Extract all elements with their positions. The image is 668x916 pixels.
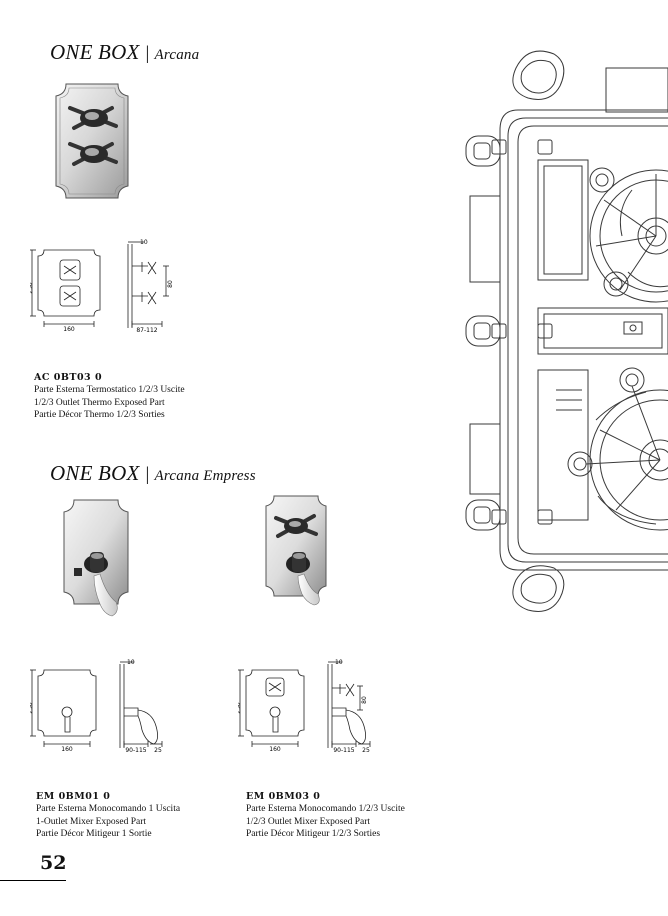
product-info-ac0bt03: AC 0BT03 0 Parte Esterna Termostatico 1/… (34, 372, 185, 422)
desc-en: 1/2/3 Outlet Mixer Exposed Part (246, 816, 371, 827)
dim-depth: 10 (335, 659, 343, 666)
section-title-arcana-empress: ONE BOX|Arcana Empress (50, 461, 256, 486)
tech-drawing-ac0bt03: 230 160 10 80 87-112 (30, 239, 174, 334)
title-subtitle: Arcana Empress (154, 468, 256, 484)
title-brand: ONE BOX (50, 40, 140, 64)
dim-height: 230 (30, 282, 34, 294)
onebox-line-illustration (465, 50, 668, 612)
dim-handle: 25 (154, 747, 162, 754)
product-code: EM 0BM03 0 (246, 791, 321, 802)
product-info-em0bm01: EM 0BM01 0 Parte Esterna Monocomando 1 U… (36, 791, 180, 841)
title-separator: | (145, 464, 150, 485)
title-separator: | (145, 43, 150, 64)
cross-handle-icon (274, 514, 318, 538)
dim-handle: 25 (362, 747, 370, 754)
lever-handle-icon (286, 552, 320, 606)
cross-handle-bottom-icon (68, 142, 118, 166)
desc-it: Parte Esterna Monocomando 1/2/3 Uscite (246, 804, 405, 814)
product-code: AC 0BT03 0 (34, 372, 103, 383)
dim-height: 230 (238, 702, 242, 714)
product-code: EM 0BM01 0 (36, 791, 111, 802)
lever-handle-icon (84, 552, 118, 617)
product-photo-ac0bt03 (55, 83, 129, 199)
dim-depth: 10 (127, 659, 135, 666)
page-number: 52 (40, 852, 67, 874)
desc-en: 1-Outlet Mixer Exposed Part (36, 816, 147, 827)
product-photo-em0bm01 (63, 499, 129, 617)
title-subtitle: Arcana (154, 47, 200, 63)
dim-range: 90-115 (125, 747, 146, 754)
dim-height: 230 (30, 702, 34, 714)
product-info-em0bm03: EM 0BM03 0 Parte Esterna Monocomando 1/2… (246, 791, 405, 841)
dim-range: 87-112 (136, 327, 157, 334)
dim-depth: 10 (140, 239, 148, 246)
product-photo-em0bm03 (265, 495, 327, 606)
desc-it: Parte Esterna Monocomando 1 Uscita (36, 804, 181, 814)
desc-en: 1/2/3 Outlet Thermo Exposed Part (34, 397, 165, 408)
dim-width: 160 (63, 326, 75, 333)
page-number-rule (0, 880, 66, 881)
dim-spacing: 80 (167, 280, 174, 288)
desc-fr: Partie Décor Thermo 1/2/3 Sorties (34, 410, 165, 420)
desc-fr: Partie Décor Mitigeur 1 Sortie (36, 829, 152, 839)
title-brand: ONE BOX (50, 461, 140, 485)
tech-drawing-em0bm03: 230 160 10 80 90-115 25 (238, 659, 371, 754)
tech-drawing-em0bm01: 230 160 10 90-115 25 (30, 659, 163, 754)
dim-width: 160 (269, 746, 281, 753)
desc-it: Parte Esterna Termostatico 1/2/3 Uscite (34, 385, 185, 395)
dim-spacing: 80 (361, 696, 368, 704)
desc-fr: Partie Décor Mitigeur 1/2/3 Sorties (246, 829, 381, 839)
section-title-arcana: ONE BOX|Arcana (50, 40, 199, 65)
dim-range: 90-115 (333, 747, 354, 754)
cross-handle-top-icon (68, 106, 118, 130)
dim-width: 160 (61, 746, 73, 753)
